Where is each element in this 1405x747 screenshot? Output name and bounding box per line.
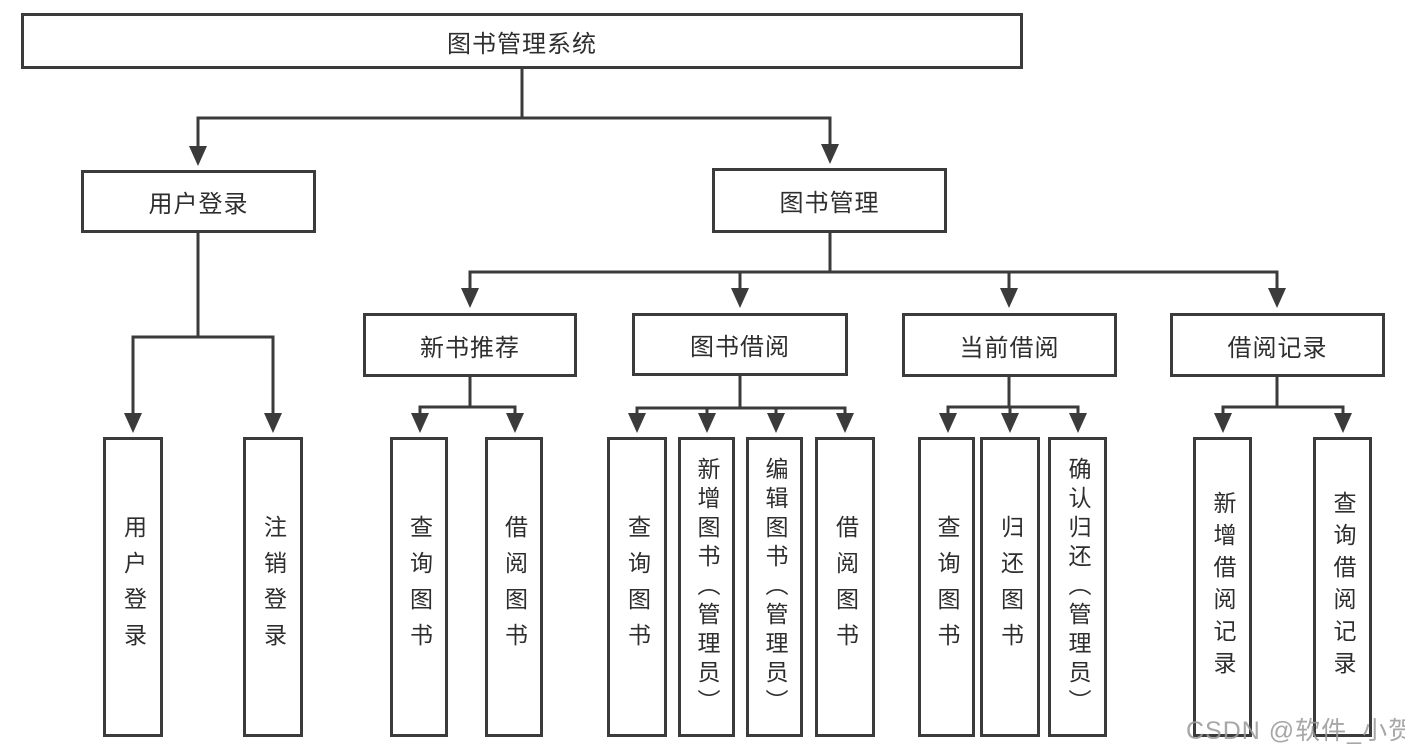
node-user-login: 用户登录 <box>81 170 316 233</box>
leaf-query-books-3: 查询图书 <box>918 437 975 737</box>
leaf-borrow-books-1: 借阅图书 <box>485 437 543 737</box>
connector-book-mgmt-to-level3 <box>468 231 1279 294</box>
leaf-add-books-admin: 新增图书（管理员） <box>678 437 735 737</box>
leaf-edit-books-admin: 编辑图书（管理员） <box>746 437 803 737</box>
leaf-add-borrow-record: 新增借阅记录 <box>1193 437 1252 737</box>
leaf-query-books-1: 查询图书 <box>390 437 448 737</box>
node-book-borrow: 图书借阅 <box>632 313 848 376</box>
connector-root-to-level2 <box>196 67 832 152</box>
connector-new-book-to-children <box>418 375 517 419</box>
leaf-query-books-2: 查询图书 <box>607 437 667 737</box>
node-book-management: 图书管理 <box>712 168 947 233</box>
connector-book-borrow-to-children <box>635 374 847 419</box>
node-borrow-records: 借阅记录 <box>1170 313 1385 377</box>
leaf-borrow-books-2: 借阅图书 <box>815 437 875 737</box>
leaf-confirm-return-admin: 确认归还（管理员） <box>1048 437 1107 737</box>
leaf-return-books: 归还图书 <box>980 437 1040 737</box>
leaf-query-borrow-record: 查询借阅记录 <box>1313 437 1372 737</box>
node-current-borrow: 当前借阅 <box>902 313 1117 377</box>
leaf-logout-login: 注销登录 <box>243 437 303 737</box>
connector-borrow-records-to-children <box>1221 375 1345 419</box>
connector-user-login-to-children <box>131 231 275 419</box>
csdn-watermark: CSDN @软件_小贺同学 <box>1186 717 1405 745</box>
connector-current-borrow-to-children <box>946 375 1080 419</box>
node-new-book-recommend: 新书推荐 <box>363 313 577 377</box>
node-library-system: 图书管理系统 <box>21 13 1023 69</box>
leaf-user-login: 用户登录 <box>103 437 163 737</box>
